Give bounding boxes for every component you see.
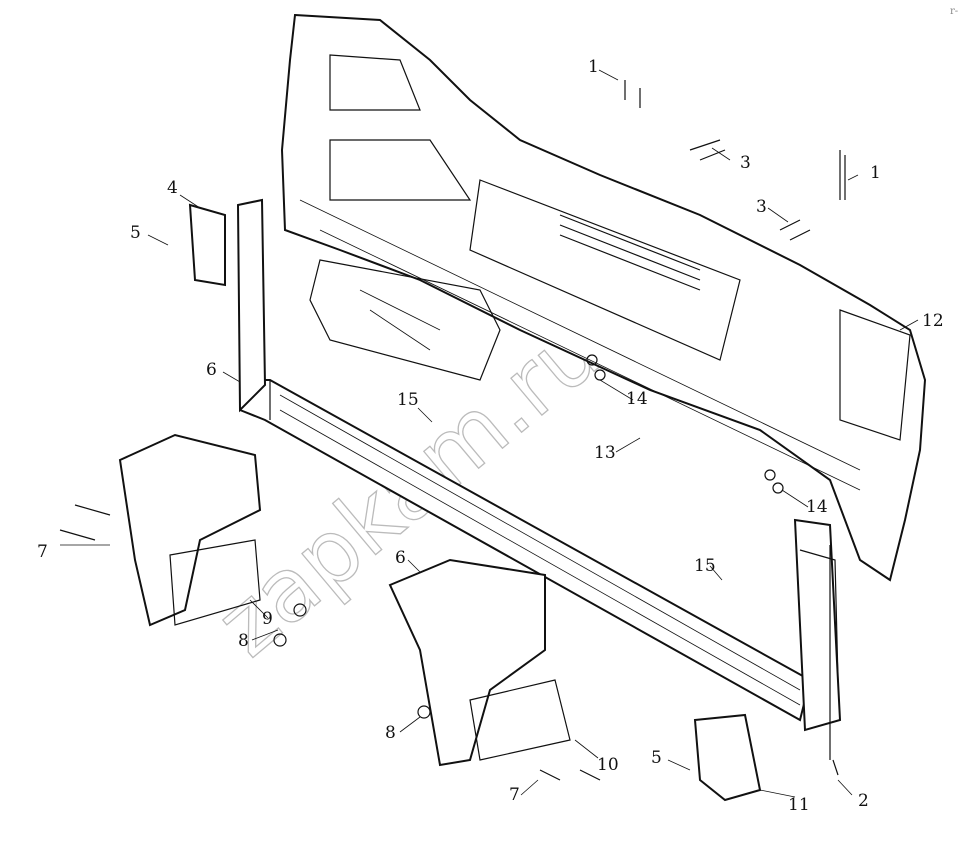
- callout-3-top: 3: [740, 153, 751, 173]
- callout-labels: 1 1 2 3 3 4 5 5 6 6 7 7 8 8 9 10 11 12 1…: [37, 6, 958, 815]
- right-mounting-plate: [388, 558, 571, 767]
- callout-2: 2: [858, 791, 869, 811]
- callout-14-upper: 14: [626, 389, 648, 409]
- callout-7-left: 7: [37, 542, 48, 562]
- corner-mark: r-: [950, 6, 958, 17]
- callout-3-mid: 3: [756, 197, 767, 217]
- bumper-cover: [280, 13, 927, 582]
- callout-15-right: 15: [694, 556, 716, 576]
- right-side-bracket: [793, 518, 842, 732]
- leader-lines: [60, 69, 919, 798]
- callout-8-left: 8: [238, 631, 249, 651]
- callout-8-center: 8: [385, 723, 396, 743]
- right-lower-bracket: [693, 713, 762, 802]
- callout-15-left: 15: [397, 390, 419, 410]
- callout-9: 9: [262, 609, 273, 629]
- callout-5-bottom: 5: [651, 748, 662, 768]
- callout-1-top: 1: [588, 57, 599, 77]
- callout-14-right: 14: [806, 497, 828, 517]
- left-mounting-plate: [118, 433, 262, 627]
- left-upper-bracket: [188, 203, 226, 287]
- callout-11: 11: [788, 795, 810, 815]
- callout-13: 13: [594, 443, 616, 463]
- callout-7-bottom: 7: [509, 785, 520, 805]
- callout-1-right: 1: [870, 163, 881, 183]
- callout-6-center: 6: [395, 548, 406, 568]
- callout-5-left: 5: [130, 223, 141, 243]
- callout-12: 12: [922, 311, 944, 331]
- left-side-bracket: [236, 198, 267, 413]
- callout-6-left: 6: [206, 360, 217, 380]
- inner-support-panel: [309, 259, 501, 381]
- fasteners: [59, 80, 846, 781]
- callout-4: 4: [167, 178, 178, 198]
- callout-10: 10: [597, 755, 619, 775]
